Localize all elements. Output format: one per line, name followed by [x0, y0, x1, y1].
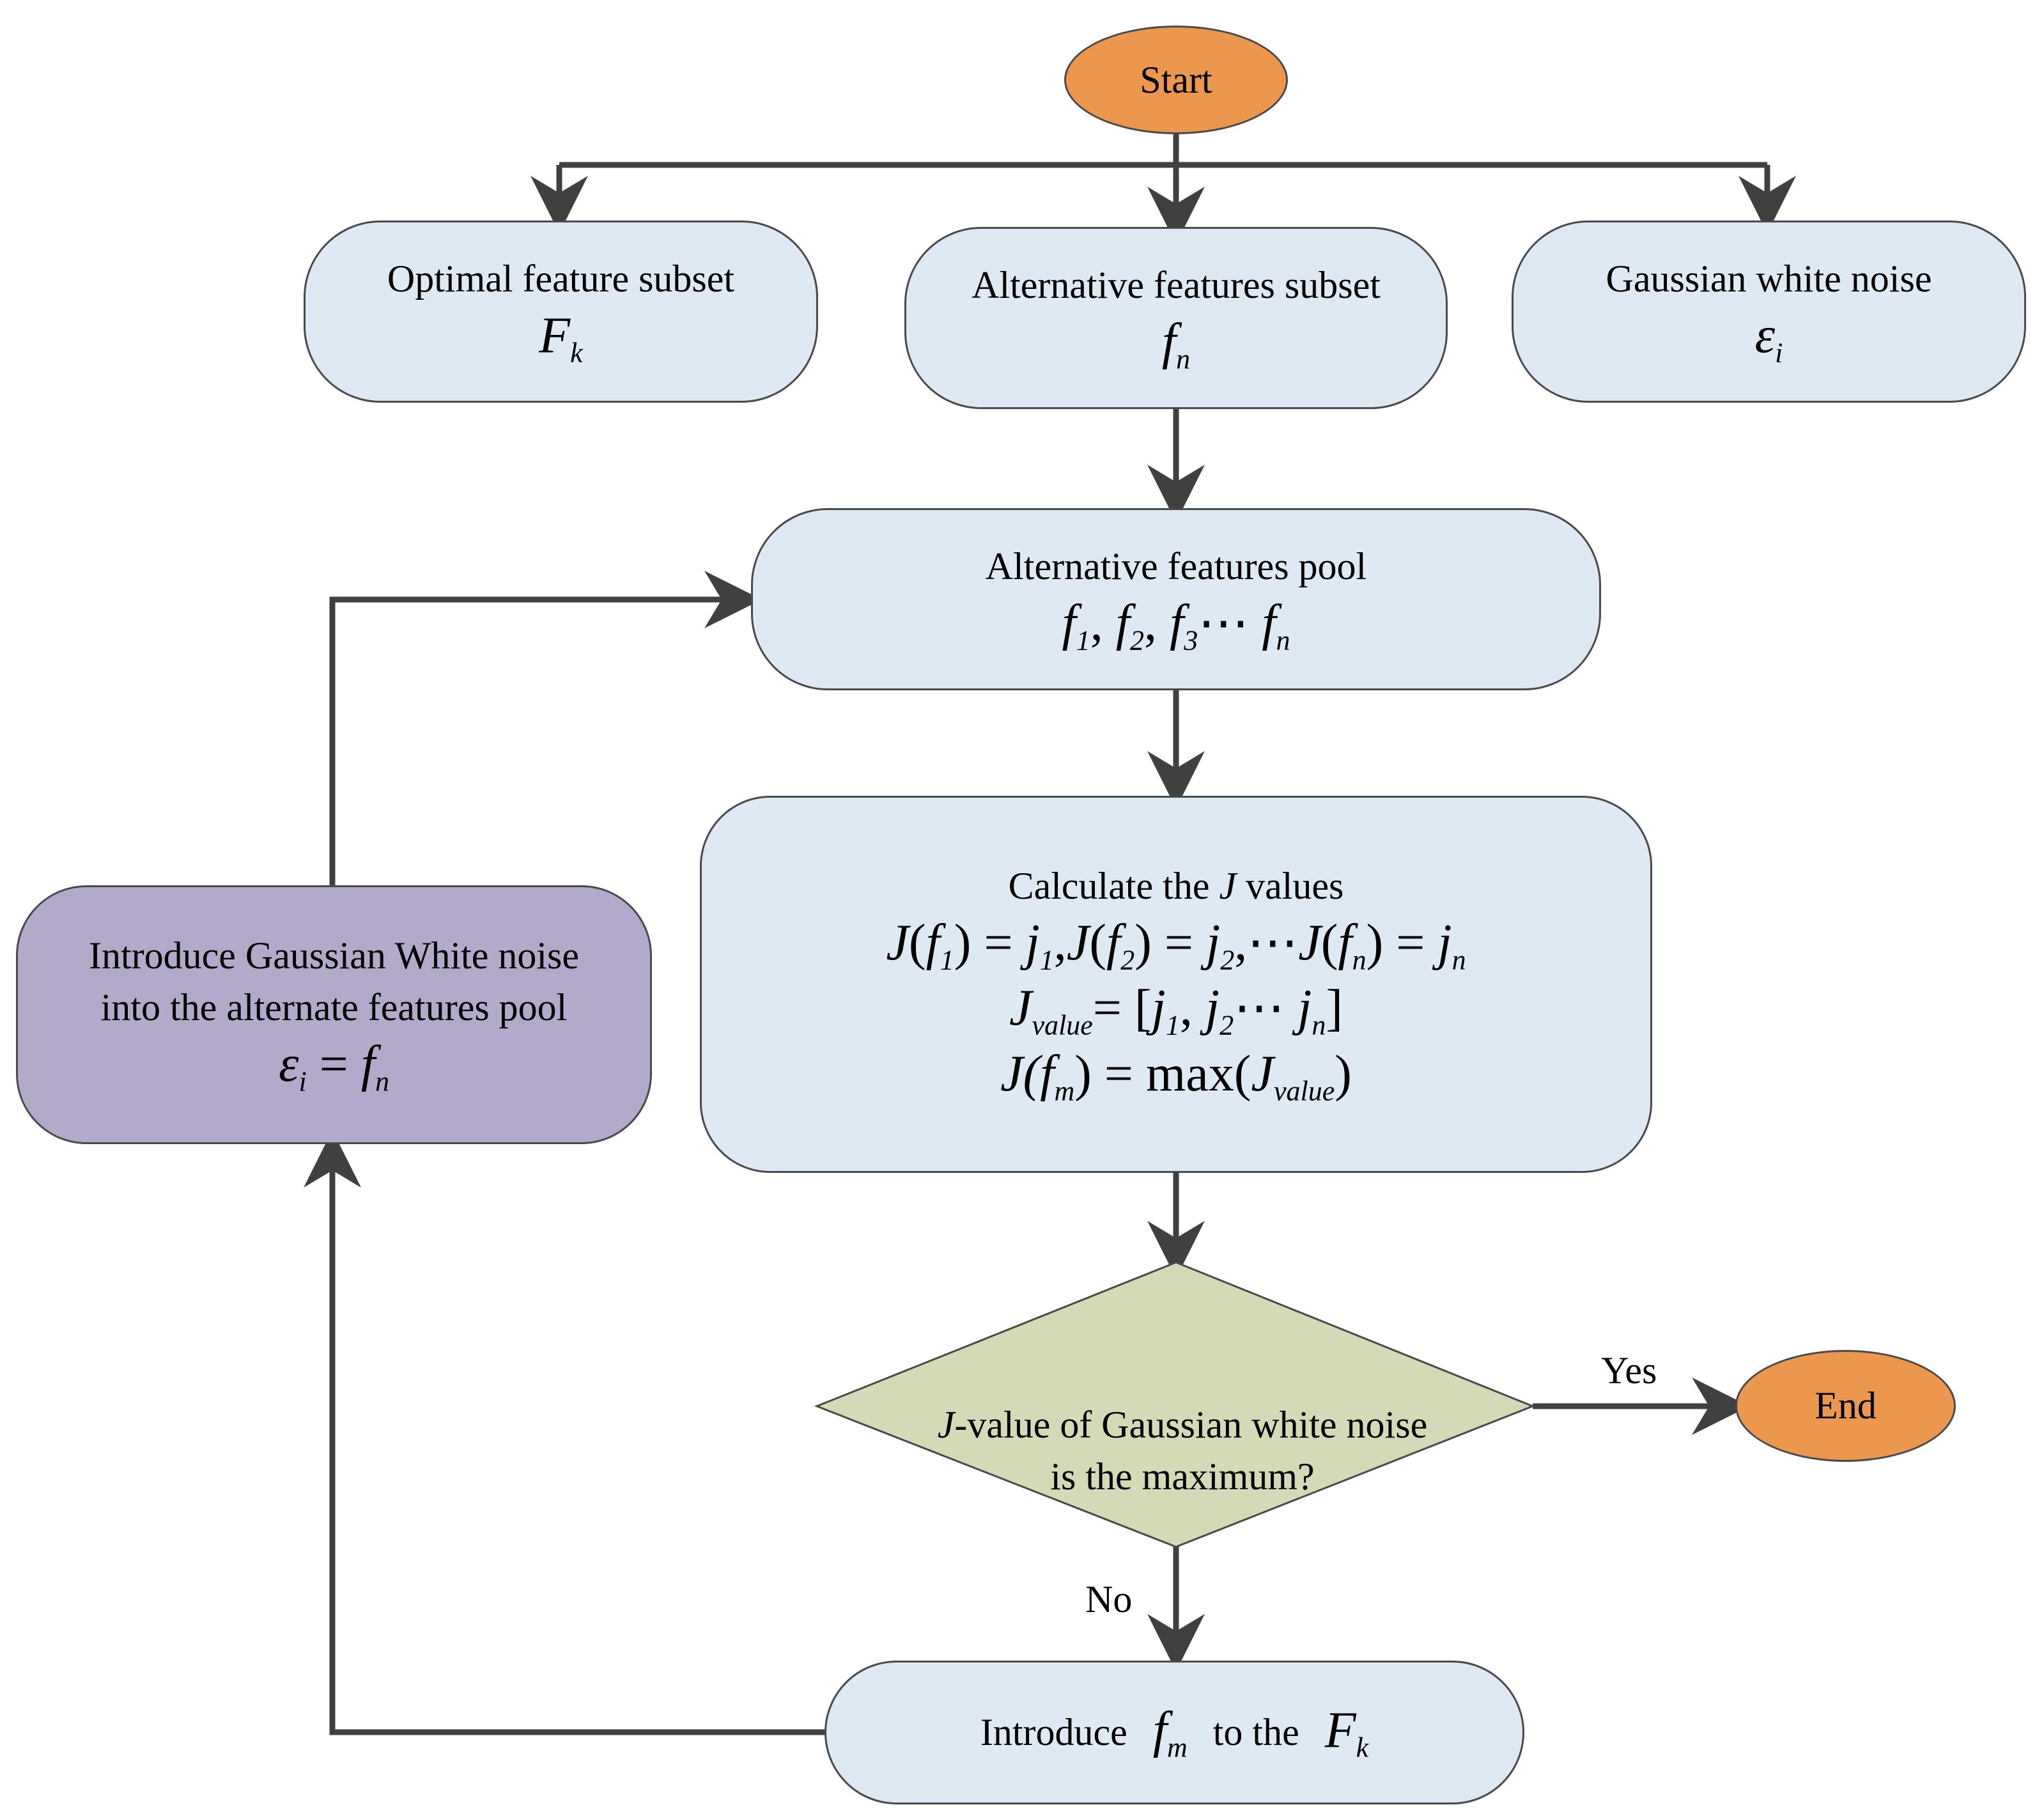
branch-no-label: No [1085, 1578, 1133, 1620]
calculate-j-label: Calculate the J values [1008, 865, 1344, 908]
arrow-introduce-to-noise [304, 1130, 825, 1735]
calculate-eq-1: J(f1) = j1,J(f2) = j2,⋯J(fn) = jn [886, 915, 1466, 976]
optimal-subset-label: Optimal feature subset [387, 257, 735, 300]
start-label: Start [1140, 58, 1212, 101]
introduce-noise-box: Introduce Gaussian White noise into the … [16, 885, 652, 1144]
decision-text: J-value of Gaussian white noise is the m… [831, 1374, 1534, 1528]
introduce-fm-box: Introduce fm to the Fk [825, 1661, 1524, 1804]
introduce-fm-Fk: Fk [1324, 1702, 1369, 1764]
gaussian-noise-symbol: εi [1754, 307, 1783, 369]
branch-yes-label: Yes [1601, 1349, 1657, 1392]
start-terminal: Start [1064, 26, 1288, 134]
calculate-j-box: Calculate the J values J(f1) = j1,J(f2) … [700, 796, 1652, 1173]
introduce-noise-line2: into the alternate features pool [100, 986, 568, 1029]
optimal-subset-symbol: Fk [539, 307, 583, 369]
optimal-subset-box: Optimal feature subset Fk [304, 221, 818, 403]
gaussian-noise-box: Gaussian white noise εi [1512, 221, 2026, 403]
features-pool-box: Alternative features pool f1, f2, f3⋯fn [751, 508, 1601, 690]
gaussian-noise-label: Gaussian white noise [1606, 257, 1932, 300]
calculate-eq-3: J(fm) = max(Jvalue) [1000, 1045, 1352, 1106]
features-pool-label: Alternative features pool [985, 545, 1367, 587]
arrow-noise-to-pool [329, 571, 762, 888]
introduce-noise-formula: εi = fn [278, 1036, 390, 1097]
calculate-eq-2: Jvalue= [j1, j2⋯ jn] [1009, 980, 1343, 1041]
alternative-subset-symbol: fn [1161, 313, 1191, 375]
features-pool-formula: f1, f2, f3⋯fn [1062, 594, 1290, 656]
introduce-noise-line1: Introduce Gaussian White noise [88, 934, 580, 977]
alternative-subset-label: Alternative features subset [972, 263, 1381, 306]
end-terminal: End [1735, 1350, 1956, 1462]
introduce-fm-fm: fm [1152, 1702, 1188, 1764]
introduce-fm-pre: Introduce [980, 1711, 1127, 1753]
introduce-fm-row: Introduce fm to the Fk [980, 1700, 1368, 1765]
alternative-subset-box: Alternative features subset fn [904, 227, 1448, 409]
decision-diamond [814, 1261, 1536, 1548]
end-label: End [1815, 1384, 1877, 1427]
decision-line2: is the maximum? [1050, 1455, 1315, 1498]
decision-line1: J-value of Gaussian white noise [937, 1404, 1428, 1446]
introduce-fm-mid: to the [1212, 1711, 1299, 1753]
